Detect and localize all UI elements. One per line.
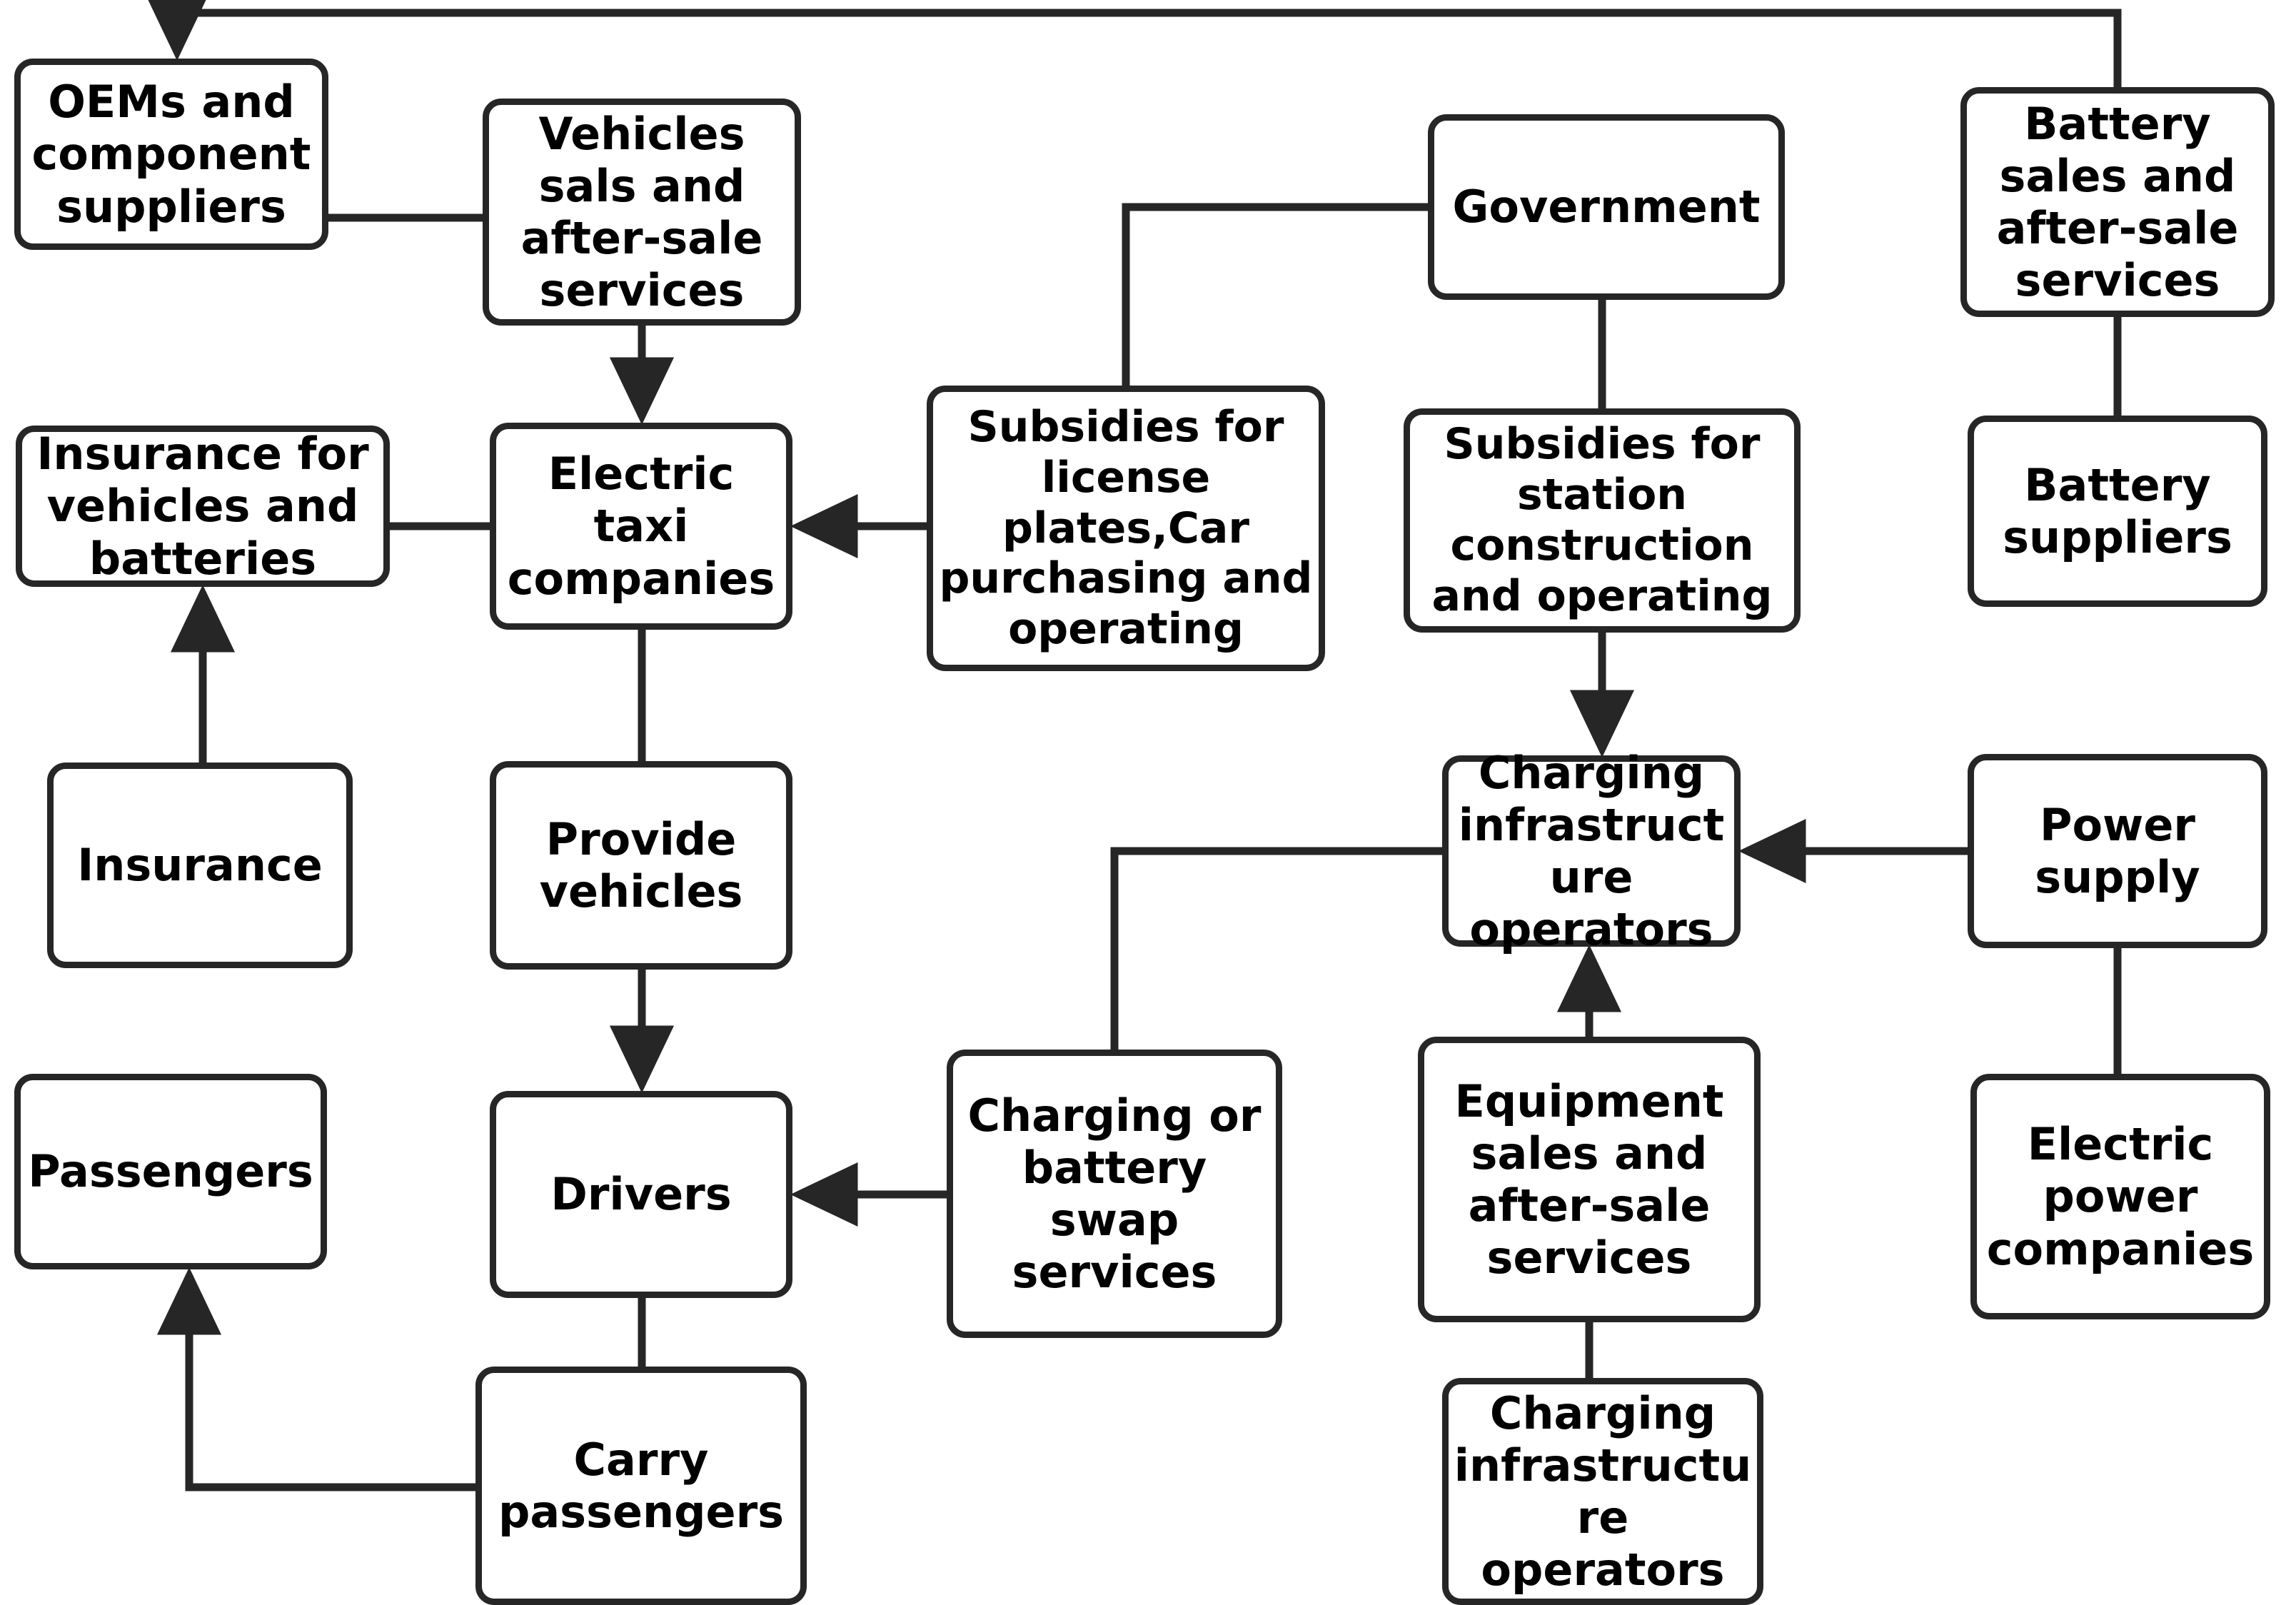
node-subsidies-for-station-construction-and-operating[interactable]: Subsidies for station construction and o…	[1404, 408, 1801, 633]
node-drivers[interactable]: Drivers	[490, 1091, 792, 1298]
edge-charge-swap-to-charge-ops	[1110, 847, 1442, 1050]
node-electric-taxi-companies[interactable]: Electric taxi companies	[490, 423, 792, 630]
node-vehicles-sales-and-after-sale-services[interactable]: Vehicles sals and after-sale services	[483, 99, 801, 326]
node-passengers[interactable]: Passengers	[14, 1074, 327, 1269]
node-power-supply[interactable]: Power supply	[1968, 754, 2267, 948]
node-label: Battery sales and after-sale services	[1996, 97, 2239, 307]
edge-battery-sales-to-oems	[144, 0, 2122, 87]
node-label: Insurance for vehicles and batteries	[36, 428, 369, 585]
node-charging-infrastructure-operators-bottom[interactable]: Charging infrastructure operators	[1442, 1378, 1763, 1605]
node-government[interactable]: Government	[1428, 114, 1785, 300]
node-charging-or-battery-swap-services[interactable]: Charging or battery swap services	[947, 1050, 1282, 1338]
node-label: OEMs and component suppliers	[31, 76, 311, 233]
edge-carry-passengers-to-passengers	[156, 1267, 475, 1491]
node-equipment-sales-and-after-sale-services[interactable]: Equipment sales and after-sale services	[1418, 1037, 1761, 1322]
node-label: Battery suppliers	[2003, 458, 2232, 563]
node-carry-passengers[interactable]: Carry passengers	[475, 1367, 807, 1605]
node-insurance-for-vehicles-and-batteries[interactable]: Insurance for vehicles and batteries	[16, 426, 390, 587]
node-label: Equipment sales and after-sale services	[1454, 1075, 1724, 1284]
edge-government-to-subsidy-plates	[1122, 203, 1428, 386]
node-label: Electric power companies	[1986, 1118, 2255, 1275]
node-label: Passengers	[28, 1145, 313, 1198]
node-label: Subsidies for station construction and o…	[1431, 419, 1773, 621]
node-label: Power supply	[2035, 798, 2200, 903]
node-label: Subsidies for license plates,Car purchas…	[939, 402, 1313, 655]
node-electric-power-companies[interactable]: Electric power companies	[1970, 1074, 2270, 1319]
node-label: Charging or battery swap services	[967, 1089, 1262, 1299]
node-charging-infrastructure-operators[interactable]: Charging infrastructure operators	[1442, 747, 1741, 955]
node-label: Vehicles sals and after-sale services	[520, 107, 763, 317]
node-label: Charging infrastructure operators	[1458, 746, 1725, 956]
node-provide-vehicles[interactable]: Provide vehicles	[490, 761, 792, 970]
node-label: Insurance	[77, 839, 323, 892]
node-subsidies-for-license-plates-car-purchasing-and-operating[interactable]: Subsidies for license plates,Car purchas…	[927, 386, 1325, 671]
node-label: Drivers	[550, 1168, 732, 1221]
node-label: Carry passengers	[498, 1433, 785, 1538]
node-battery-suppliers[interactable]: Battery suppliers	[1968, 416, 2267, 607]
node-label: Provide vehicles	[539, 812, 743, 917]
node-oems-and-component-suppliers[interactable]: OEMs and component suppliers	[14, 59, 328, 250]
node-insurance[interactable]: Insurance	[47, 763, 353, 968]
node-battery-sales-and-after-sale-services[interactable]: Battery sales and after-sale services	[1960, 87, 2275, 317]
node-label: Government	[1452, 181, 1761, 233]
node-label: Electric taxi companies	[507, 448, 775, 605]
node-label: Charging infrastructure operators	[1454, 1387, 1752, 1596]
